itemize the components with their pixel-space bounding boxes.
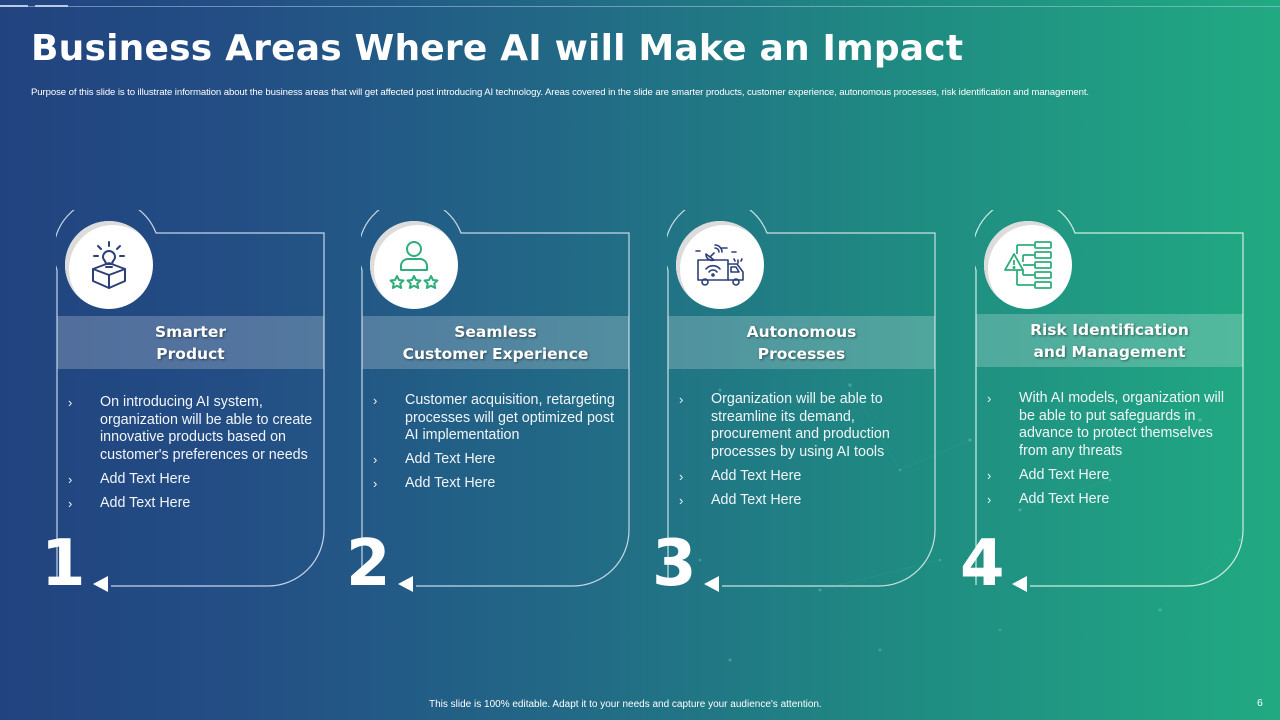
card-title-line-2: and Management	[1033, 342, 1186, 361]
page-number: 6	[1257, 697, 1263, 709]
chevron-right-icon: ›	[373, 476, 378, 491]
step-number: 3	[652, 527, 697, 601]
step-number: 2	[346, 527, 391, 601]
card-title-band: Smarter Product	[57, 316, 324, 369]
chevron-right-icon: ›	[987, 467, 992, 483]
business-area-card-3: Autonomous Processes ›Organization will …	[652, 210, 937, 596]
step-number: 1	[41, 527, 86, 601]
icon-circle	[984, 221, 1072, 309]
autonomous-truck-icon	[695, 244, 744, 286]
bullet-item: ›On introducing AI system, organization …	[68, 394, 313, 463]
arrow-left-icon	[93, 576, 108, 592]
footer-note: This slide is 100% editable. Adapt it to…	[429, 699, 822, 710]
card-title-line-2: Processes	[757, 344, 846, 363]
bullet-item: ›Customer acquisition, retargeting proce…	[373, 392, 615, 443]
card-frame	[56, 210, 325, 587]
card-frame	[975, 210, 1244, 587]
top-rule-segment	[35, 5, 68, 7]
icon-circle	[676, 221, 764, 309]
business-area-card-1: Smarter Product ›On introducing AI syste…	[41, 210, 326, 596]
top-rule-segment	[0, 5, 28, 7]
business-area-card-2: Seamless Customer Experience ›Customer a…	[346, 210, 631, 596]
bullet-item: ›Add Text Here	[68, 470, 191, 487]
card-title-line-2: Customer Experience	[402, 344, 589, 363]
bullet-list: ›With AI models, organization will be ab…	[987, 390, 1237, 515]
lightbulb-box-icon	[92, 241, 126, 289]
chevron-right-icon: ›	[373, 393, 378, 408]
chevron-right-icon: ›	[68, 495, 73, 511]
chevron-right-icon: ›	[679, 492, 684, 508]
arrow-left-icon	[1012, 576, 1027, 592]
card-title-line-1: Autonomous	[746, 322, 857, 341]
bullet-item: ›Add Text Here	[987, 466, 1110, 483]
card-title-line-1: Smarter	[155, 322, 226, 341]
slide-title: Business Areas Where AI will Make an Imp…	[31, 28, 964, 69]
chevron-right-icon: ›	[373, 452, 378, 467]
card-title-band: Autonomous Processes	[668, 316, 935, 369]
card-title-line-1: Risk Identification	[1030, 320, 1189, 339]
bullet-list: ›On introducing AI system, organization …	[68, 394, 318, 519]
bullet-item: ›With AI models, organization will be ab…	[987, 390, 1225, 459]
chevron-right-icon: ›	[679, 468, 684, 484]
customer-rating-icon	[389, 241, 439, 289]
top-rule	[0, 6, 1280, 7]
icon-circle	[65, 221, 153, 309]
bullet-item: ›Add Text Here	[679, 491, 802, 508]
card-title-line-2: Product	[156, 344, 225, 363]
card-frame	[667, 210, 936, 587]
chevron-right-icon: ›	[987, 391, 992, 406]
chevron-right-icon: ›	[987, 491, 992, 507]
step-number: 4	[960, 527, 1005, 601]
bullet-list: ›Organization will be able to streamline…	[679, 391, 929, 516]
business-area-card-4: Risk Identification and Management ›With…	[960, 210, 1245, 596]
card-title-line-1: Seamless	[454, 322, 537, 341]
icon-circle	[370, 221, 458, 309]
arrow-left-icon	[704, 576, 719, 592]
card-title-band: Risk Identification and Management	[976, 314, 1243, 367]
bullet-item: ›Add Text Here	[679, 467, 802, 484]
bullet-item: ›Add Text Here	[987, 490, 1110, 507]
slide-subtitle: Purpose of this slide is to illustrate i…	[31, 87, 1089, 98]
bullet-item: ›Add Text Here	[373, 451, 496, 467]
chevron-right-icon: ›	[68, 395, 73, 410]
card-frame	[361, 210, 630, 587]
chevron-right-icon: ›	[68, 471, 73, 487]
bullet-list: ›Customer acquisition, retargeting proce…	[373, 392, 623, 499]
bullet-item: ›Organization will be able to streamline…	[679, 391, 890, 460]
arrow-left-icon	[398, 576, 413, 592]
bullet-item: ›Add Text Here	[68, 494, 191, 511]
bullet-item: ›Add Text Here	[373, 475, 496, 491]
risk-hierarchy-icon	[1004, 241, 1052, 289]
card-title-band: Seamless Customer Experience	[362, 316, 629, 369]
chevron-right-icon: ›	[679, 392, 684, 407]
